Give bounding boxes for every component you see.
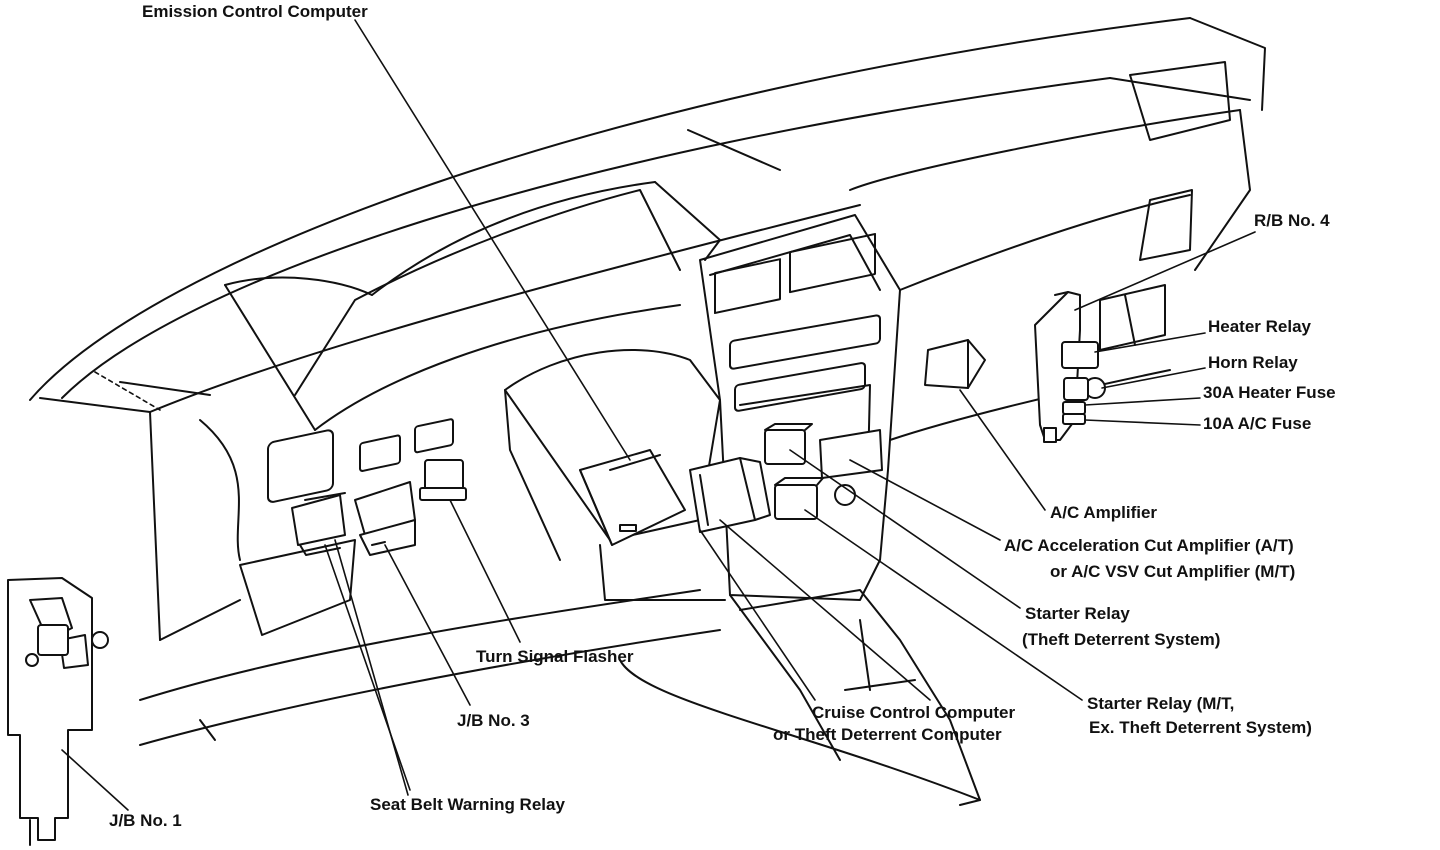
starter-relay-mt-part <box>774 477 824 520</box>
label-cruise-control-line1: Cruise Control Computer <box>812 703 1015 722</box>
label-ac-accel-cut-line2: or A/C VSV Cut Amplifier (M/T) <box>1050 562 1295 581</box>
leader-jb-no1 <box>61 749 129 811</box>
label-starter-relay-mt-line2: Ex. Theft Deterrent System) <box>1089 718 1312 737</box>
cruise-control-computer-part <box>689 457 771 533</box>
leader-starter-relay-theft <box>789 449 1021 609</box>
label-turn-signal-flasher: Turn Signal Flasher <box>476 647 634 666</box>
leader-starter-relay-mt <box>804 509 1083 701</box>
label-heater-fuse-30a: 30A Heater Fuse <box>1203 383 1336 402</box>
label-ac-accel-cut-line1: A/C Acceleration Cut Amplifier (A/T) <box>1004 536 1294 555</box>
label-heater-relay: Heater Relay <box>1208 317 1312 336</box>
leader-heater-relay <box>1094 332 1206 353</box>
leader-ac-amplifier <box>959 389 1046 511</box>
label-starter-relay-theft-line1: Starter Relay <box>1025 604 1130 623</box>
label-horn-relay: Horn Relay <box>1208 353 1298 372</box>
leader-cruise-control-b <box>699 529 816 701</box>
turn-signal-flasher-part <box>419 459 467 501</box>
label-rb-no4: R/B No. 4 <box>1254 211 1330 230</box>
leader-ac-accel-cut <box>849 459 1001 541</box>
label-jb-no1: J/B No. 1 <box>109 811 182 830</box>
leader-cruise-control-a <box>719 519 931 701</box>
label-starter-relay-mt-line1: Starter Relay (M/T, <box>1087 694 1234 713</box>
seat-belt-warning-relay-part <box>291 492 346 556</box>
label-seat-belt-warning-relay: Seat Belt Warning Relay <box>370 795 565 814</box>
leader-emission-control-computer <box>354 19 631 461</box>
ac-acceleration-cut-amplifier-part <box>819 429 883 479</box>
leader-turn-signal-flasher <box>449 499 521 643</box>
jb-no1-part <box>7 577 109 846</box>
label-starter-relay-theft-line2: (Theft Deterrent System) <box>1022 630 1220 649</box>
leader-seat-belt-warning-relay-a <box>334 539 409 796</box>
starter-relay-theft-part <box>764 423 813 465</box>
leader-lines <box>61 19 1256 811</box>
heater-fuse-30a-part <box>1062 401 1086 415</box>
jb-no3-part <box>354 481 416 556</box>
label-ac-amplifier: A/C Amplifier <box>1050 503 1157 522</box>
label-emission-control-computer: Emission Control Computer <box>142 2 368 21</box>
rb-no4-part <box>1034 291 1106 443</box>
emission-control-computer-part <box>579 449 686 546</box>
labels: Emission Control Computer R/B No. 4 Heat… <box>109 2 1336 830</box>
leader-heater-fuse <box>1084 397 1201 406</box>
leader-rb-no4 <box>1074 231 1256 311</box>
leader-seat-belt-warning-relay-b <box>324 544 411 791</box>
label-ac-fuse-10a: 10A A/C Fuse <box>1203 414 1311 433</box>
label-jb-no3: J/B No. 3 <box>457 711 530 730</box>
leader-jb-no3 <box>384 544 471 706</box>
leader-horn-relay <box>1101 367 1206 389</box>
heater-relay-part <box>1061 341 1099 369</box>
label-cruise-control-line2: or Theft Deterrent Computer <box>773 725 1002 744</box>
leader-ac-fuse <box>1084 419 1201 426</box>
ac-fuse-10a-part <box>1062 413 1086 425</box>
